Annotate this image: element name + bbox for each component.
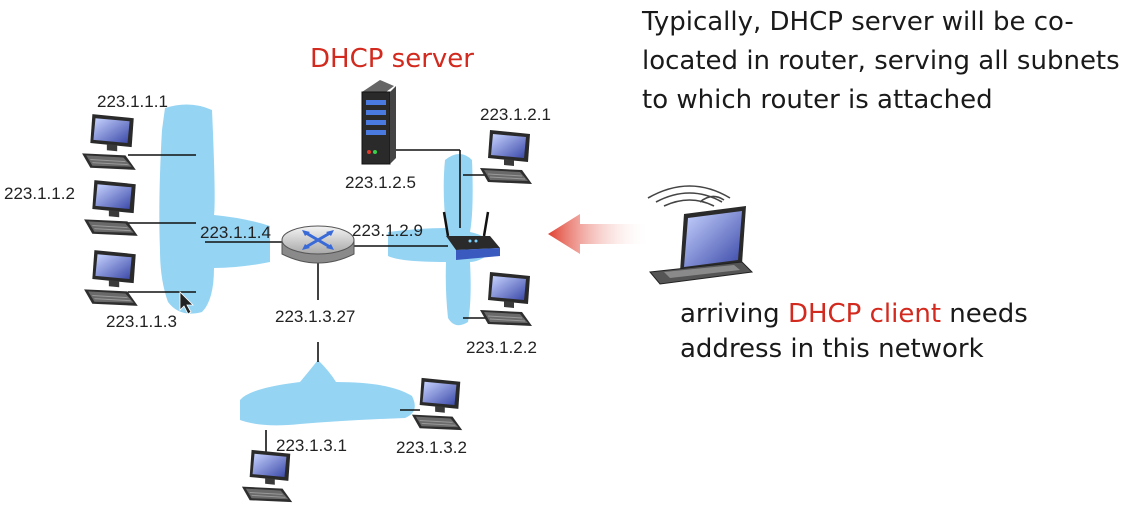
host-label-223-1-1-1: 223.1.1.1 bbox=[97, 92, 168, 111]
explanation-note: Typically, DHCP server will be co- locat… bbox=[641, 7, 1120, 115]
subnet-223-1-3 bbox=[240, 360, 415, 426]
subnet-223-1-1 bbox=[159, 104, 270, 314]
wireless-access-point-icon bbox=[442, 211, 500, 260]
note-line-1: Typically, DHCP server will be co- bbox=[641, 7, 1074, 37]
arrow-icon bbox=[548, 214, 650, 254]
desktop-computer-icon bbox=[479, 129, 533, 185]
server-title: DHCP server bbox=[310, 44, 474, 74]
host-label-223-1-2-2: 223.1.2.2 bbox=[466, 338, 537, 357]
client-note-highlight: DHCP client bbox=[788, 299, 941, 329]
client-note: arriving DHCP client needs address in th… bbox=[680, 299, 1028, 364]
desktop-computer-icon bbox=[241, 449, 293, 503]
host-label-223-1-3-1: 223.1.3.1 bbox=[276, 436, 347, 455]
desktop-computer-icon bbox=[479, 271, 533, 327]
wifi-signal-icon bbox=[647, 185, 731, 207]
router-interface-label-2: 223.1.2.9 bbox=[352, 221, 423, 240]
client-note-line-1: arriving DHCP client needs bbox=[680, 299, 1028, 329]
wires bbox=[128, 149, 496, 455]
desktop-computer-icon bbox=[81, 113, 137, 171]
router-icon bbox=[281, 225, 355, 264]
client-note-line-2: address in this network bbox=[680, 334, 984, 364]
host-label-223-1-3-2: 223.1.3.2 bbox=[396, 438, 467, 457]
client-note-suffix: needs bbox=[941, 299, 1028, 329]
server-tower-icon bbox=[361, 80, 396, 165]
desktop-computer-icon bbox=[411, 377, 463, 431]
router-interface-label-3: 223.1.3.27 bbox=[275, 307, 355, 326]
host-label-223-1-2-1: 223.1.2.1 bbox=[480, 105, 551, 124]
note-line-2: located in router, serving all subnets bbox=[642, 46, 1120, 76]
laptop-icon bbox=[649, 206, 754, 285]
router-interface-label-1: 223.1.1.4 bbox=[200, 223, 271, 242]
desktop-computer-icon bbox=[83, 179, 139, 237]
host-label-223-1-1-3: 223.1.1.3 bbox=[106, 312, 177, 331]
note-line-3: to which router is attached bbox=[642, 85, 993, 115]
subnet-223-1-2 bbox=[388, 154, 495, 326]
server-address-label: 223.1.2.5 bbox=[345, 173, 416, 192]
desktop-computer-icon bbox=[83, 249, 139, 307]
mouse-cursor-icon bbox=[179, 291, 194, 315]
host-label-223-1-1-2: 223.1.1.2 bbox=[4, 184, 75, 203]
client-note-prefix: arriving bbox=[680, 299, 788, 329]
